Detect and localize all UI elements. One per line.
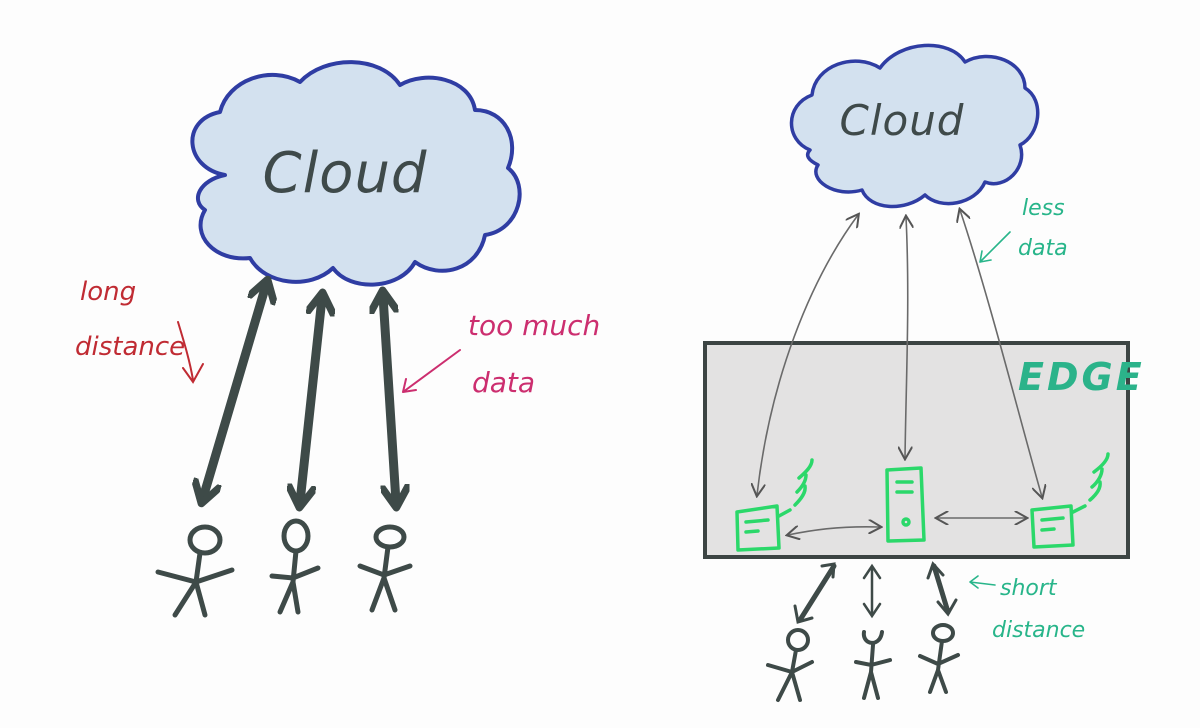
note-less-data: less data (979, 196, 1068, 263)
user-figure-4 (766, 628, 814, 702)
pointer-arrow-icon (979, 231, 1011, 263)
note-short-distance: short distance (969, 575, 1085, 643)
wifi-signal-icon (1088, 452, 1110, 502)
note-long-distance: long distance (75, 277, 204, 384)
pointer-arrow-icon (402, 349, 461, 393)
cloud-shape-left (190, 60, 522, 287)
note-short-line-1: short (1000, 576, 1058, 601)
short-arrow-1 (797, 563, 837, 623)
user-figure-6 (918, 623, 960, 694)
short-arrow-1-heads (793, 562, 836, 624)
note-tmd-line-1: too much (468, 309, 600, 342)
pointer-arrow-icon (969, 575, 996, 589)
note-too-much-data: too much data (402, 309, 600, 399)
edge-label: EDGE (1018, 355, 1145, 399)
user-figure-5 (854, 630, 892, 700)
short-arrow-3 (931, 563, 951, 615)
edge-device-left (735, 458, 814, 552)
thin-arrow-left-device-server (788, 527, 880, 535)
note-tmd-line-2: data (472, 366, 535, 399)
heavy-arrow-2 (300, 298, 322, 502)
cloud-label-right: Cloud (840, 96, 965, 145)
short-arrow-2-heads (862, 563, 882, 619)
cloud-shape-right (789, 43, 1040, 209)
wifi-signal-icon (793, 458, 814, 507)
thin-arrow-cloud-right-device (960, 210, 1042, 497)
user-figure-3 (357, 524, 413, 613)
note-long-line-1: long (80, 277, 136, 307)
heavy-arrow-1 (203, 285, 266, 498)
note-less-line-2: data (1018, 236, 1068, 261)
note-long-line-2: distance (75, 332, 185, 362)
thin-arrow-cloud-server (905, 217, 908, 458)
note-short-line-2: distance (992, 618, 1085, 643)
heavy-arrow-3 (383, 296, 396, 502)
cloud-label-left: Cloud (263, 141, 428, 206)
right-panel: Cloud less data EDGE (703, 43, 1145, 702)
short-arrow-3-heads (926, 561, 958, 617)
left-panel: Cloud long distance too much data (75, 60, 600, 618)
down-arrow-icon (177, 321, 204, 384)
user-figure-2 (269, 518, 321, 615)
edge-server (885, 466, 926, 543)
user-figure-1 (155, 524, 235, 618)
note-less-line-1: less (1022, 196, 1065, 221)
thin-arrow-cloud-left-device (757, 215, 858, 495)
edge-device-right (1030, 452, 1110, 549)
